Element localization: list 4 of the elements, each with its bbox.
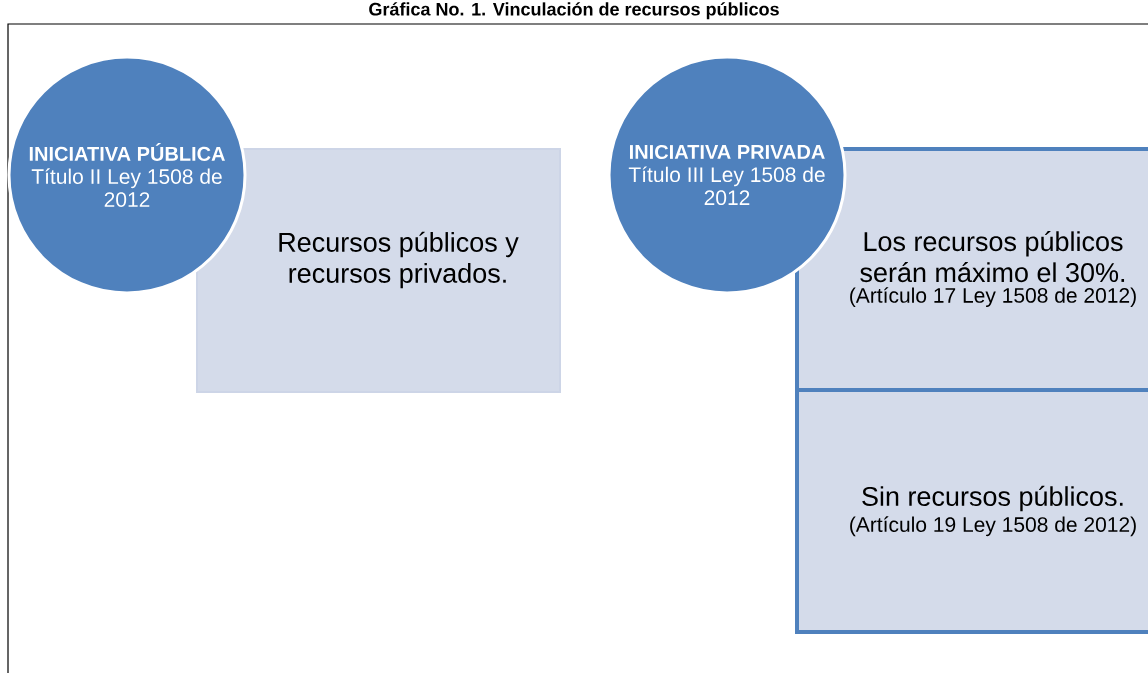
text-box: Sin recursos públicos. (Artículo 19 Ley 1508 de 2012) [795, 388, 1148, 634]
title: Gráfica No. 1. Vinculación de recursos públicos [369, 2, 779, 20]
circle-label: INICIATIVA PRIVADA Título III Ley 1508 de 2012 [607, 55, 847, 295]
circle-label: INICIATIVA PÚBLICA Título II Ley 1508 de 2012 [7, 55, 247, 295]
